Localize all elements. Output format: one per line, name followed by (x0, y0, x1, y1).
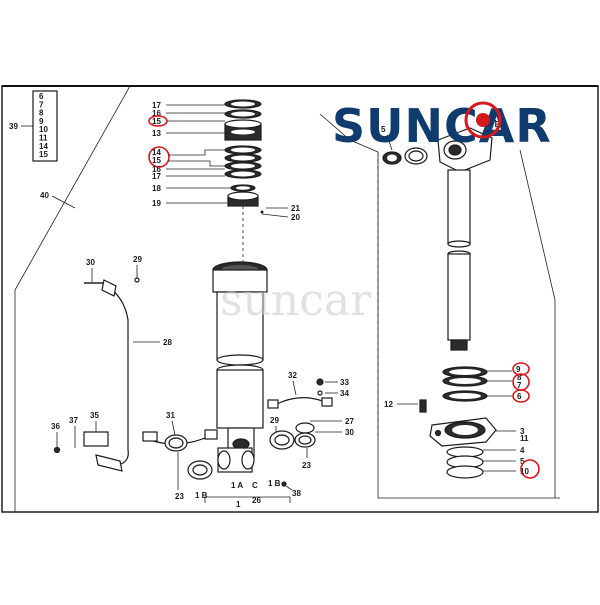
callout-31: 31 (166, 411, 175, 420)
callout-7: 7 (517, 381, 522, 390)
bracket-1 (204, 496, 291, 503)
kit-contents-box (32, 90, 58, 162)
right-boundary-slant (519, 149, 556, 301)
callout-32: 32 (288, 371, 297, 380)
callout-2-top: 2 (492, 114, 497, 123)
kit-item: 8 (39, 109, 44, 118)
callout-17-mid: 17 (152, 172, 161, 181)
ring-23-right (294, 432, 316, 448)
callout-1b-left: 1 B (195, 491, 208, 500)
right-seal-stack-bottom (446, 446, 484, 479)
callout-9: 9 (516, 365, 521, 374)
clamp-32 (267, 397, 333, 409)
callout-1c: C (252, 481, 258, 490)
callout-12: 12 (384, 400, 393, 409)
callout-29-mid: 29 (270, 416, 279, 425)
callout-17-top: 17 (152, 101, 161, 110)
logo-dot-accent (476, 113, 490, 127)
kit-item: 7 (39, 100, 44, 109)
right-seals-top (382, 147, 428, 165)
callout-1a: 1 A (231, 481, 243, 490)
highlight-circle-14-15 (148, 146, 170, 168)
callout-18: 18 (152, 184, 161, 193)
callout-27: 27 (345, 417, 354, 426)
callout-23-right: 23 (302, 461, 311, 470)
highlight-circle-15-top (148, 115, 168, 127)
callout-16-mid: 16 (152, 165, 161, 174)
pipe-line-28 (95, 279, 129, 472)
callout-21: 21 (291, 204, 300, 213)
callout-1b-right: 1 B (268, 479, 281, 488)
kit-item: 6 (39, 92, 44, 101)
right-seal-stack-lower (442, 366, 488, 402)
left-callouts: 17 16 15 13 14 15 16 17 18 19 21 20 (148, 101, 300, 222)
callout-15-top: 15 (152, 117, 161, 126)
callout-2b: 2 B (488, 120, 501, 129)
watermark-text: suncar (220, 275, 372, 326)
left-slant-line (14, 85, 131, 512)
callout-30-right: 30 (345, 428, 354, 437)
piston-rod (447, 169, 471, 351)
cylinder-head-1a (217, 447, 255, 473)
callout-11: 11 (520, 434, 529, 443)
callout-37: 37 (69, 416, 78, 425)
callout-23-left: 23 (175, 492, 184, 501)
callout-33: 33 (340, 378, 349, 387)
callout-20: 20 (291, 213, 300, 222)
callout-35: 35 (90, 411, 99, 420)
callout-29-top: 29 (133, 255, 142, 264)
cylinder-eye-head (437, 127, 493, 173)
highlight-circle-11-10 (520, 459, 540, 479)
callout-34: 34 (340, 389, 349, 398)
callout-19: 19 (152, 199, 161, 208)
suncar-logo: SUNCAR (332, 99, 552, 153)
gland-seal-stack-lower (224, 145, 262, 192)
kit-item: 9 (39, 117, 44, 126)
rod-cover-3 (429, 417, 497, 447)
callout-5: 5 (381, 125, 386, 134)
callout-8: 8 (517, 373, 522, 382)
kit-item: 10 (39, 125, 48, 134)
clip-35 (83, 431, 109, 447)
gland-seal-stack-upper (224, 99, 262, 141)
leader-40 (51, 195, 76, 209)
highlight-circle-6 (512, 389, 530, 403)
callout-26: 26 (252, 496, 261, 505)
callout-5b: 5 (520, 457, 525, 466)
bushing-1b-left (187, 460, 213, 480)
callout-39: 39 (9, 122, 18, 131)
cylinder-tube-upper (212, 261, 268, 366)
bolt-12 (419, 399, 427, 413)
callout-30-top: 30 (86, 258, 95, 267)
callout-1: 1 (236, 500, 241, 509)
callout-28: 28 (163, 338, 172, 347)
kit-item: 14 (39, 142, 48, 151)
bottom-ring-23-left (164, 434, 188, 452)
callout-3: 3 (520, 427, 525, 436)
callout-40: 40 (40, 191, 49, 200)
bushing-1b-right (269, 430, 295, 450)
kit-item: 11 (39, 134, 48, 143)
callout-4: 4 (520, 446, 525, 455)
logo-wordmark: SUNCAR (332, 99, 552, 153)
callout-13: 13 (152, 129, 161, 138)
kit-item: 15 (39, 150, 48, 159)
callout-14: 14 (152, 148, 161, 157)
piston-nut (227, 191, 259, 207)
callout-15-mid: 15 (152, 156, 161, 165)
callout-6: 6 (517, 392, 522, 401)
callout-10: 10 (520, 467, 529, 476)
highlight-circle-9 (512, 362, 530, 376)
cylinder-tube-lower (216, 364, 264, 459)
callout-38: 38 (292, 489, 301, 498)
callout-16-top: 16 (152, 109, 161, 118)
logo-ring-accent (464, 101, 502, 139)
callout-36: 36 (51, 422, 60, 431)
